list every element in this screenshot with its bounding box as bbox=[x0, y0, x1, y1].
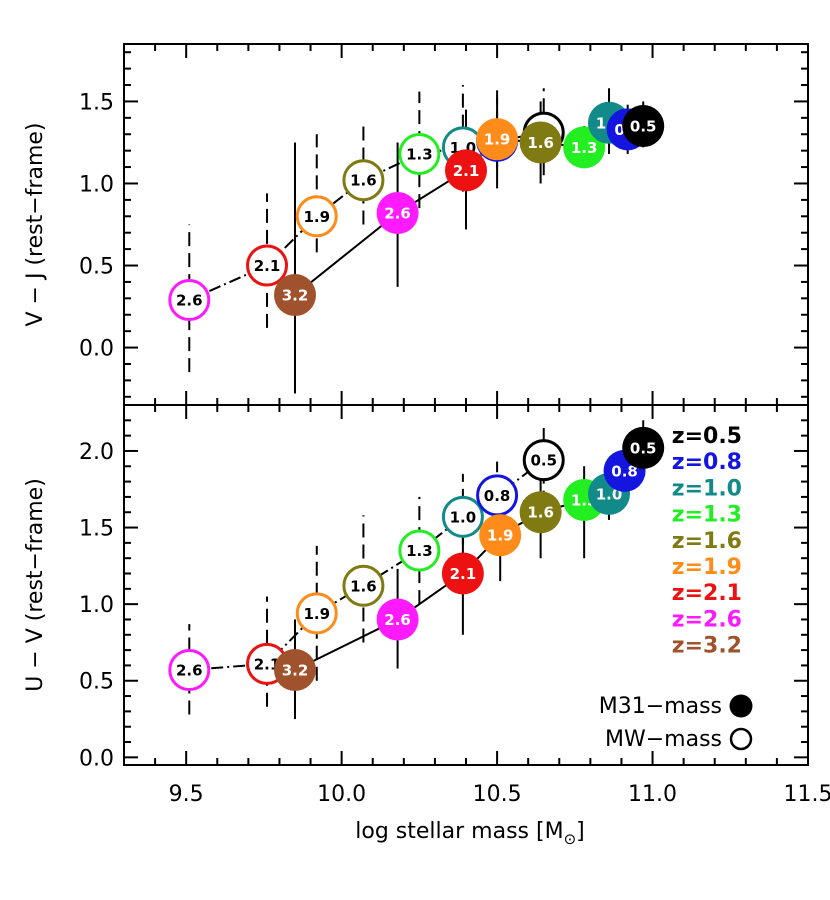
mw-point-z2.6: 2.6 bbox=[168, 649, 211, 692]
y-tick-label: 1.0 bbox=[79, 172, 114, 197]
x-tick-label: 10.5 bbox=[473, 782, 522, 807]
m31-point-z2.6: 2.6 bbox=[376, 192, 419, 235]
m31-point-z3.2: 3.2 bbox=[274, 649, 316, 692]
mw-point-z1.3: 1.3 bbox=[398, 529, 441, 572]
m31-point-z2.6: 2.6 bbox=[376, 598, 419, 641]
point-label: 1.6 bbox=[350, 577, 377, 595]
point-label: 1.3 bbox=[571, 139, 598, 157]
legend-entry-z2.1: z=2.1 bbox=[672, 581, 742, 606]
point-label: 1.0 bbox=[450, 508, 477, 526]
legend-entry-z3.2: z=3.2 bbox=[672, 634, 742, 659]
m31-point-z1.6: 1.6 bbox=[519, 491, 562, 534]
m31-point-z3.2: 3.2 bbox=[274, 274, 316, 317]
mw-point-z1.6: 1.6 bbox=[342, 159, 385, 202]
mw-point-z1.9: 1.9 bbox=[295, 195, 338, 238]
point-label: 1.6 bbox=[527, 134, 554, 152]
point-label: 2.6 bbox=[176, 662, 203, 680]
x-tick-label: 10.0 bbox=[317, 782, 366, 807]
x-tick-label: 11.5 bbox=[784, 782, 830, 807]
point-label: 1.6 bbox=[350, 172, 377, 190]
point-label: 3.2 bbox=[282, 287, 309, 305]
y-tick-label: 1.5 bbox=[79, 517, 114, 542]
y-axis-title: U − V (rest−frame) bbox=[23, 478, 48, 692]
point-label: 3.2 bbox=[282, 662, 309, 680]
legend-open-circle-icon bbox=[729, 727, 753, 751]
point-label: 1.9 bbox=[303, 605, 330, 623]
legend-filled-circle-icon bbox=[729, 694, 753, 718]
m31-point-z1.9: 1.9 bbox=[479, 514, 522, 557]
mw-point-z1.3: 1.3 bbox=[398, 132, 441, 175]
y-tick-label: 0.5 bbox=[79, 670, 114, 695]
mw-point-z1.6: 1.6 bbox=[342, 564, 385, 607]
x-tick-label: 11.0 bbox=[628, 782, 677, 807]
m31-point-z1.6: 1.6 bbox=[519, 121, 562, 164]
legend-marker-label: MW−mass bbox=[605, 727, 722, 752]
y-tick-label: 0.0 bbox=[79, 746, 114, 771]
y-tick-label: 1.0 bbox=[79, 593, 114, 618]
point-label: 1.3 bbox=[406, 542, 433, 560]
point-label: 0.5 bbox=[530, 452, 557, 470]
y-tick-label: 0.5 bbox=[79, 255, 114, 280]
uv-panel: 0.0 0.5 1.0 1.5 2.0 9.5 10.0 10.5 11.0 11.5 U − V … bbox=[23, 404, 830, 807]
point-label: 2.1 bbox=[453, 162, 480, 180]
mw-point-z2.1: 2.1 bbox=[246, 244, 289, 287]
legend-entry-z1.9: z=1.9 bbox=[672, 555, 742, 580]
point-label: 2.6 bbox=[384, 611, 411, 629]
vj-panel: 0.00.51.01.5V − J (rest−frame)2.62.11.91… bbox=[23, 43, 809, 406]
point-label: 2.1 bbox=[254, 257, 281, 275]
point-label: 2.1 bbox=[450, 565, 477, 583]
legend-entry-z1.0: z=1.0 bbox=[672, 476, 742, 501]
point-label: 1.9 bbox=[487, 527, 514, 545]
legend-entry-z1.6: z=1.6 bbox=[672, 529, 742, 554]
legend-entry-z2.6: z=2.6 bbox=[672, 607, 742, 632]
point-label: 1.9 bbox=[303, 208, 330, 226]
mw-point-z1.0: 1.0 bbox=[441, 495, 484, 538]
y-tick-label: 2.0 bbox=[79, 440, 114, 465]
mw-point-z0.5: 0.5 bbox=[522, 439, 565, 482]
mw-point-z0.8: 0.8 bbox=[476, 474, 519, 517]
point-label: 2.6 bbox=[384, 205, 411, 223]
y-tick-label: 0.0 bbox=[79, 337, 114, 362]
legend-marker-label: M31−mass bbox=[599, 694, 722, 719]
legend: z=0.5z=0.8z=1.0z=1.3z=1.6z=1.9z=2.1z=2.6… bbox=[599, 424, 753, 752]
y-axis-title: V − J (rest−frame) bbox=[23, 123, 48, 327]
mw-point-z1.9: 1.9 bbox=[295, 592, 338, 635]
point-label: 1.9 bbox=[484, 131, 511, 149]
m31-point-z2.1: 2.1 bbox=[441, 552, 484, 595]
m31-point-z0.5: 0.5 bbox=[622, 426, 665, 469]
point-label: 0.5 bbox=[630, 439, 657, 457]
point-label: 0.8 bbox=[484, 487, 511, 505]
y-tick-label: 1.5 bbox=[79, 90, 114, 115]
point-label: 1.6 bbox=[527, 504, 554, 522]
m31-point-z1.9: 1.9 bbox=[476, 118, 519, 161]
point-label: 0.8 bbox=[611, 462, 638, 480]
m31-point-z2.1: 2.1 bbox=[445, 149, 487, 192]
legend-entry-z0.8: z=0.8 bbox=[672, 450, 742, 475]
x-tick-label: 9.5 bbox=[169, 782, 204, 807]
point-label: 2.1 bbox=[254, 655, 281, 673]
legend-entry-z1.3: z=1.3 bbox=[672, 503, 742, 528]
m31-point-z0.5: 0.5 bbox=[622, 105, 665, 148]
point-label: 2.6 bbox=[176, 291, 203, 309]
legend-entry-z0.5: z=0.5 bbox=[672, 424, 742, 449]
point-label: 0.5 bbox=[630, 118, 657, 136]
point-label: 1.3 bbox=[406, 145, 433, 163]
mw-point-z2.6: 2.6 bbox=[168, 278, 211, 321]
x-axis-title: log stellar mass [M⊙] bbox=[355, 819, 584, 848]
